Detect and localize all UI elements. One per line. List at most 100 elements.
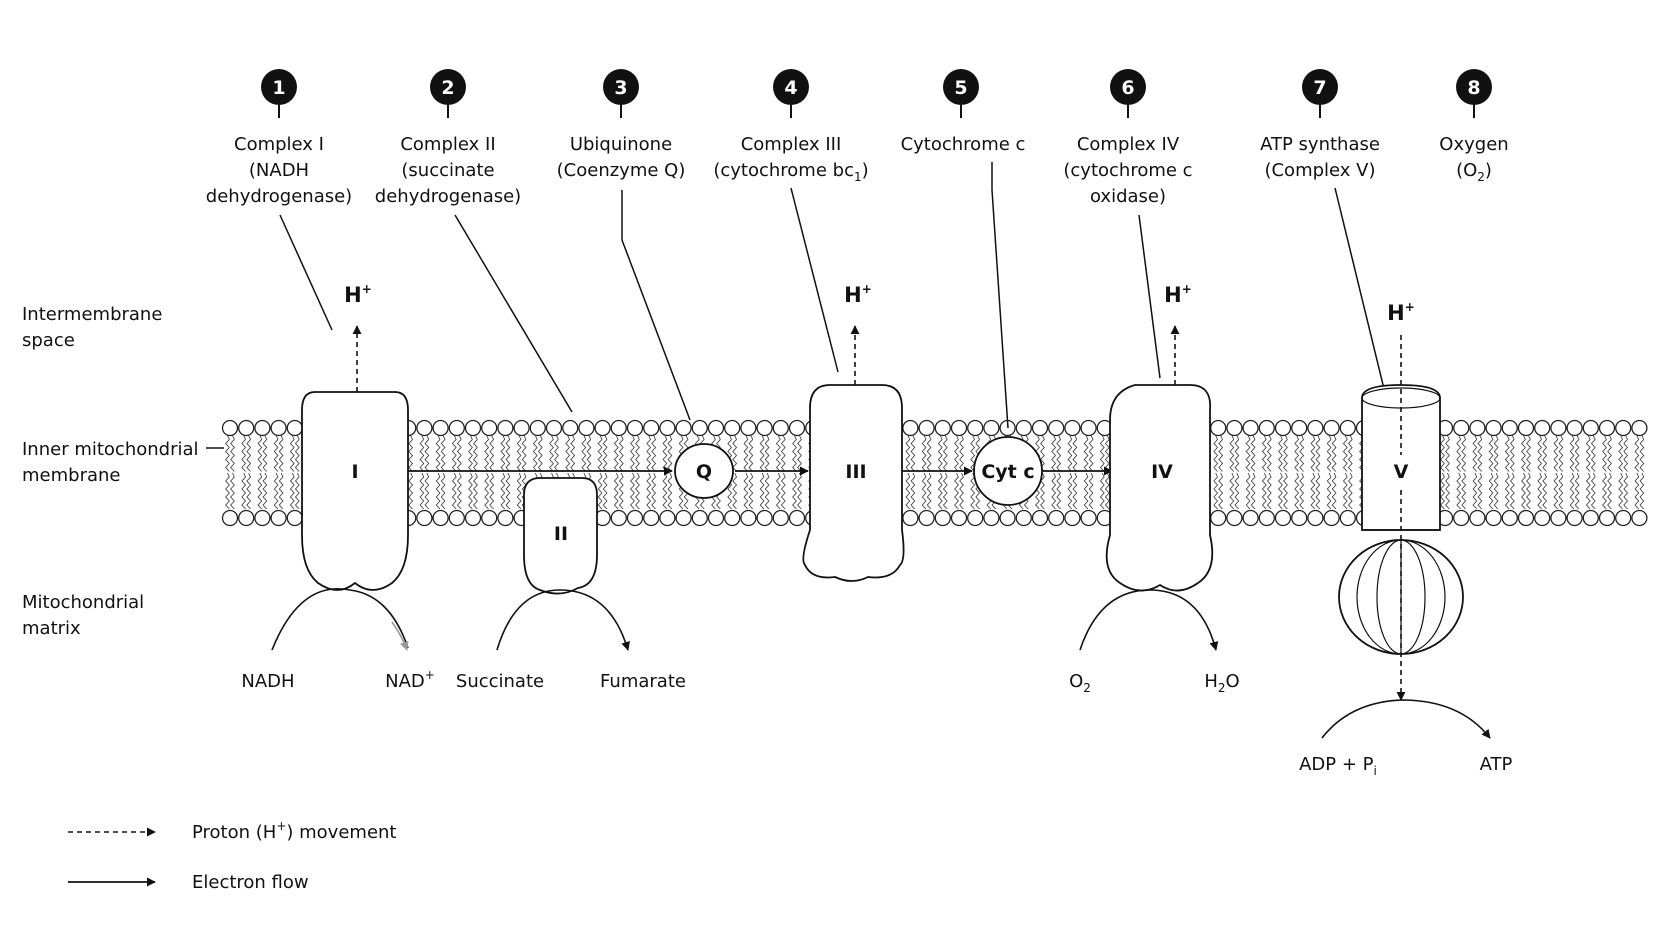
callout-label-line: (cytochrome c: [1063, 160, 1192, 181]
callout-group: 1 Complex I (NADH dehydrogenase) 2 Compl…: [206, 69, 1509, 439]
lipid-tail: [1456, 472, 1462, 510]
label-part: (cytochrome bc: [713, 160, 854, 181]
lipid-tail: [1488, 435, 1494, 472]
lipid-head: [1453, 509, 1470, 527]
lipid-tail: [1229, 472, 1235, 510]
lipid-tail: [1542, 472, 1548, 510]
complex-i-shape: [301, 391, 409, 591]
lipid-tail: [1472, 435, 1478, 472]
lipid-head: [221, 419, 239, 437]
lipid-head: [1015, 419, 1032, 437]
lipid-head: [1566, 509, 1583, 527]
lipid-tail: [241, 472, 247, 510]
lipid-tail: [1456, 435, 1462, 472]
lipid-tail: [613, 472, 619, 510]
lipid-head: [545, 419, 563, 437]
lipid-tail: [1104, 472, 1110, 510]
lipid-head: [1274, 509, 1292, 527]
lipid-head: [756, 509, 773, 527]
lipid-head: [707, 419, 725, 437]
reaction-arc-oxygen: [1079, 589, 1219, 651]
lipid-tail: [1504, 435, 1510, 472]
lipid-tail: [1250, 472, 1256, 510]
lipid-head: [1210, 419, 1227, 437]
lipid-tail: [635, 472, 640, 510]
lipid-tail: [451, 472, 457, 510]
lipid-head: [448, 419, 465, 437]
lipid-head: [1291, 419, 1308, 437]
lipid-tail: [1585, 435, 1591, 472]
lipid-tail: [1283, 435, 1288, 472]
callout-label-line: Complex I: [234, 134, 324, 155]
lipid-tail: [1585, 472, 1591, 510]
lipid-tail: [1299, 472, 1305, 510]
lipid-head: [1631, 419, 1648, 437]
callout-number: 2: [441, 77, 454, 99]
lipid-head: [513, 419, 530, 437]
lipid-tail: [667, 472, 673, 510]
callout-number: 5: [954, 77, 967, 99]
complex-iii-shape: [802, 384, 905, 582]
lipid-tail: [764, 435, 770, 472]
lipid-head: [254, 509, 271, 527]
reaction-arc-nadh: [271, 588, 409, 651]
lipid-tail: [1218, 435, 1224, 472]
lipid-tail: [1639, 472, 1645, 510]
lipid-head: [270, 509, 287, 527]
lipid-tail: [505, 435, 511, 472]
lipid-tail: [1477, 472, 1483, 510]
callout-badge: [943, 69, 979, 105]
callout-badge: [261, 69, 297, 105]
callout-label-line: Complex II: [400, 134, 495, 155]
lipid-tail: [1542, 435, 1548, 472]
atp-synthase: V: [1338, 335, 1464, 701]
leader-line: [790, 187, 839, 373]
lipid-tail: [1213, 435, 1219, 472]
lipid-tail: [630, 472, 635, 510]
lipid-head: [1031, 509, 1049, 527]
lipid-head: [432, 419, 449, 437]
lipid-tail: [775, 435, 781, 472]
lipid-head: [254, 419, 271, 437]
lipid-head: [934, 419, 951, 437]
callout-label-line: (succinate: [401, 160, 494, 181]
lipid-tail: [230, 435, 235, 472]
lipid-head: [756, 419, 773, 437]
lipid-head: [448, 509, 465, 527]
label-nadh: NADH: [241, 671, 294, 692]
lipid-tail: [473, 472, 478, 510]
callout-complex-ii: 2 Complex II (succinate dehydrogenase): [375, 69, 573, 413]
lipid-head: [1534, 419, 1551, 437]
lipid-tail: [1569, 472, 1575, 510]
lipid-tail: [537, 435, 543, 472]
lipid-tail: [1639, 435, 1645, 472]
lipid-tail: [1526, 435, 1531, 472]
lipid-tail: [1590, 435, 1596, 472]
complex-iv-label: IV: [1151, 461, 1173, 483]
lipid-tail: [1266, 472, 1272, 510]
lipid-head: [1550, 419, 1567, 437]
lipid-tail: [651, 435, 657, 472]
region-matrix-line: Mitochondrial: [22, 592, 144, 613]
callout-label-line: Complex III: [741, 134, 842, 155]
lipid-tail: [419, 472, 425, 510]
lipid-tail: [1088, 435, 1094, 472]
substrate-labels: NADH NAD+ Succinate Fumarate O2 H2O ADP …: [241, 668, 1512, 778]
lipid-head: [626, 419, 644, 437]
lipid-head: [1242, 509, 1259, 527]
lipid-tail: [1278, 435, 1283, 472]
label-atp: ATP: [1480, 754, 1513, 775]
lipid-tail: [1440, 472, 1445, 510]
lipid-tail: [937, 472, 943, 510]
lipid-tail: [1347, 435, 1353, 472]
lipid-head: [221, 509, 239, 527]
lipid-head: [1242, 419, 1259, 437]
callout-badge: [603, 69, 639, 105]
lipid-tail: [662, 472, 668, 510]
lipid-tail: [1590, 472, 1596, 510]
lipid-head: [999, 509, 1016, 527]
lipid-tail: [926, 435, 932, 472]
lipid-tail: [489, 435, 495, 472]
complex-iv-shape: [1105, 384, 1214, 592]
lipid-tail: [1104, 435, 1110, 472]
